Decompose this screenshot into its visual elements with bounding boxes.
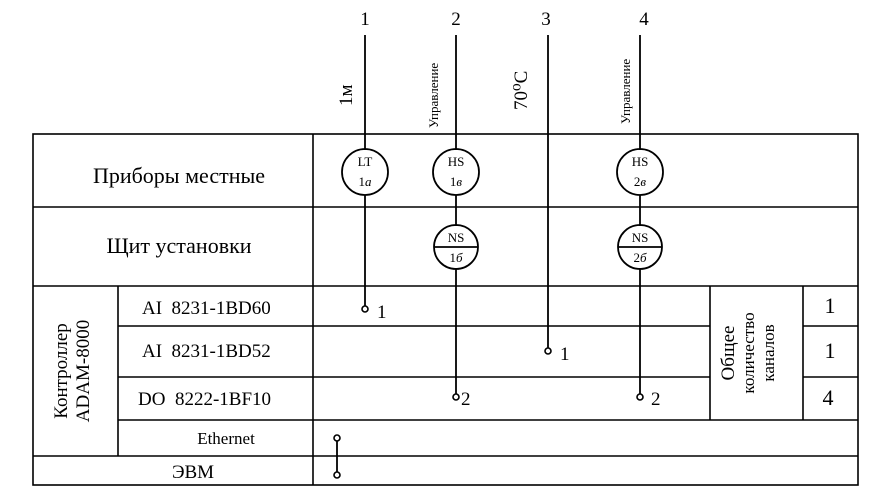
terminal-points xyxy=(333,305,644,479)
line-number-3: 3 xyxy=(541,9,551,30)
computer-label: ЭВМ xyxy=(172,462,214,483)
panel-device-code: NS xyxy=(448,230,465,245)
panel-device-tag: 1б xyxy=(449,250,463,265)
instrument-hs-2v: HS 2в xyxy=(616,148,664,196)
panel-device-ns-1b: NS 1б xyxy=(433,224,479,270)
ethernet-label: Ethernet xyxy=(197,429,255,448)
module-name-3: DO 8222-1BF10 xyxy=(138,389,271,410)
terminal-label-line-1: 1 xyxy=(377,302,387,323)
line-label-4: Управление xyxy=(618,59,633,124)
module-name-2: AI 8231-1BD52 xyxy=(142,341,271,362)
signal-lines xyxy=(336,35,641,475)
panel-device-code: NS xyxy=(632,230,649,245)
channel-count-2: 1 xyxy=(825,338,836,363)
line-number-4: 4 xyxy=(639,9,649,30)
instrument-hs-1v: HS 1в xyxy=(432,148,480,196)
line-label-2: Управление xyxy=(426,63,441,128)
row-label-panel: Щит установки xyxy=(106,233,251,258)
terminal-dot-line-2 xyxy=(452,393,460,401)
line-label-3: 70⁰C xyxy=(511,71,532,110)
terminal-label-line-3: 1 xyxy=(560,344,570,365)
instrument-code: HS xyxy=(448,154,465,169)
terminal-dot-line-3 xyxy=(544,347,552,355)
instrument-tag: 1в xyxy=(450,174,463,189)
row-label-local-devices: Приборы местные xyxy=(93,163,265,188)
terminal-dot-ethernet xyxy=(333,434,341,442)
terminal-dot-line-4 xyxy=(636,393,644,401)
total-channels-1: Общее xyxy=(718,326,739,381)
instrument-lt-1a: LT 1а xyxy=(341,148,389,196)
terminal-label-line-4: 2 xyxy=(651,389,661,410)
controller-title-2: ADAM-8000 xyxy=(73,320,94,422)
instrument-code: LT xyxy=(358,154,373,169)
line-number-2: 2 xyxy=(451,9,461,30)
instrument-code: HS xyxy=(632,154,649,169)
instrument-tag: 1а xyxy=(359,174,373,189)
terminal-label-line-2: 2 xyxy=(461,389,471,410)
channel-count-1: 1 xyxy=(825,293,836,318)
terminal-dot-computer xyxy=(333,471,341,479)
controller-label: Контроллер ADAM-8000 xyxy=(51,320,94,422)
terminal-dot-line-1 xyxy=(361,305,369,313)
panel-device-tag: 2б xyxy=(633,250,647,265)
instrument-tag: 2в xyxy=(634,174,647,189)
line-label-1: 1м xyxy=(336,84,357,106)
module-name-1: AI 8231-1BD60 xyxy=(142,298,271,319)
controller-title-1: Контроллер xyxy=(51,323,72,419)
table-grid xyxy=(32,133,859,486)
total-channels-3: каналов xyxy=(759,324,778,381)
line-number-1: 1 xyxy=(360,9,370,30)
total-channels-label: Общее количество каналов xyxy=(718,312,778,393)
channel-count-3: 4 xyxy=(823,385,834,410)
panel-device-ns-2b: NS 2б xyxy=(617,224,663,270)
total-channels-2: количество xyxy=(739,312,758,393)
